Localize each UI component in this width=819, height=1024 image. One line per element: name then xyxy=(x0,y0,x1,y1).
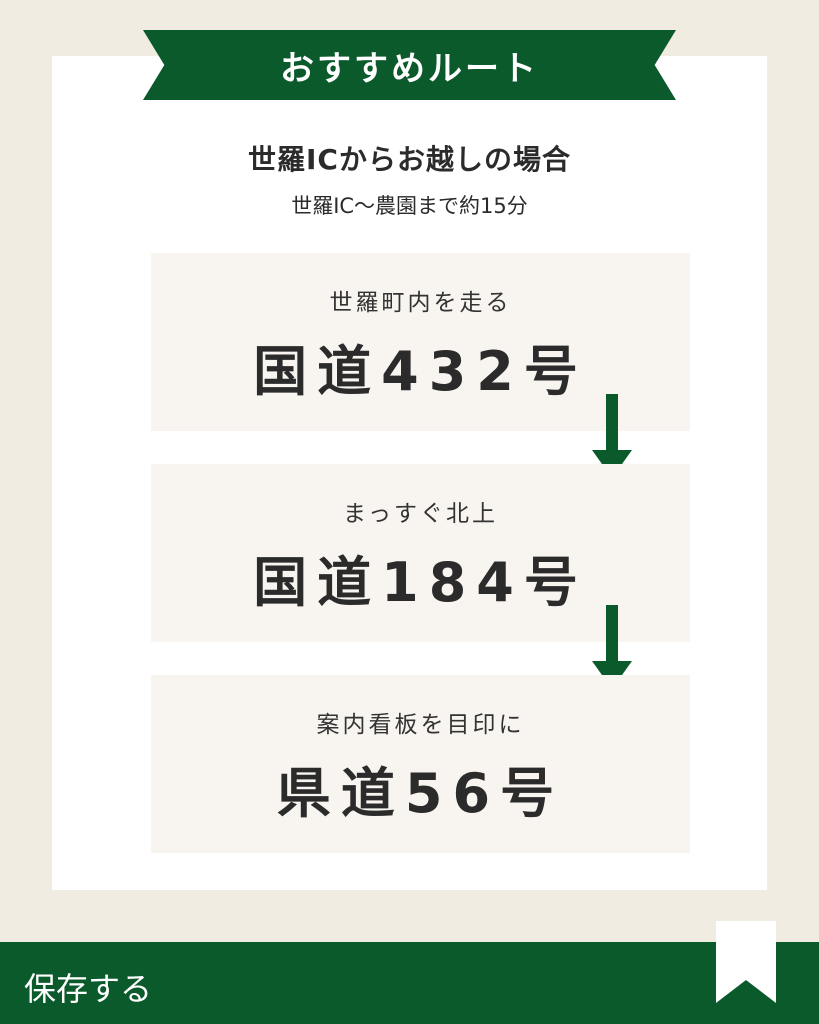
bookmark-icon[interactable] xyxy=(716,921,776,1003)
save-button[interactable]: 保存する xyxy=(24,970,153,1008)
footer-bar: 保存する xyxy=(0,921,819,1024)
route-step-1: 世羅町内を走る 国道432号 xyxy=(151,253,690,431)
ribbon-title: おすすめルート xyxy=(143,30,676,100)
ribbon-title-text: おすすめルート xyxy=(280,48,539,89)
step-road-name: 県道56号 xyxy=(276,762,565,825)
route-step-2: まっすぐ北上 国道184号 xyxy=(151,464,690,642)
step-description: 案内看板を目印に xyxy=(316,712,525,738)
route-duration-note: 世羅IC〜農園まで約15分 xyxy=(291,194,528,218)
route-step-3: 案内看板を目印に 県道56号 xyxy=(151,675,690,853)
step-description: 世羅町内を走る xyxy=(329,290,512,316)
route-subtitle: 世羅ICからお越しの場合 xyxy=(248,143,571,176)
step-road-name: 国道184号 xyxy=(253,551,588,614)
step-description: まっすぐ北上 xyxy=(342,501,499,527)
step-road-name: 国道432号 xyxy=(253,340,588,403)
